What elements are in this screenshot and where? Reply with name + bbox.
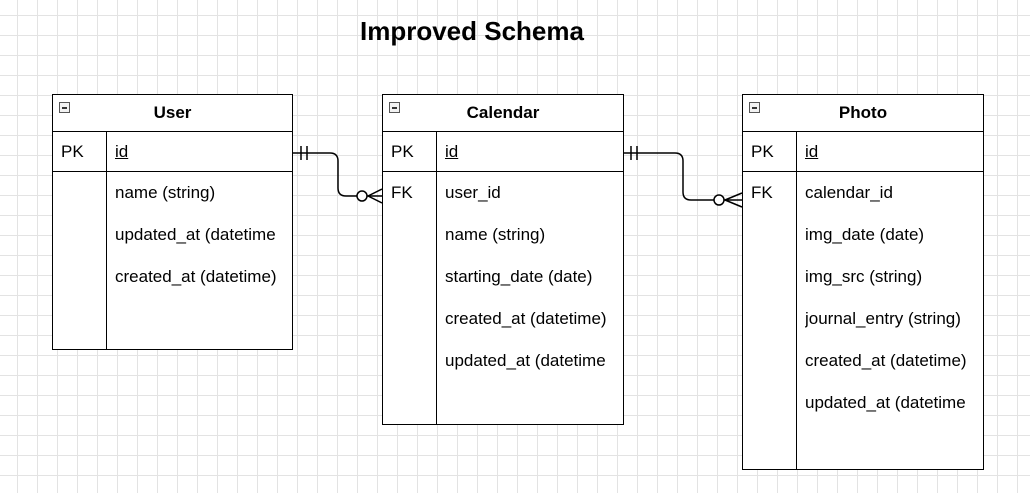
column-divider bbox=[796, 132, 797, 469]
attribute-field: name (string) bbox=[445, 225, 546, 244]
attribute-field: created_at (datetime) bbox=[805, 351, 967, 370]
attribute-field: updated_at (datetime bbox=[445, 351, 606, 370]
entity-photo[interactable]: Photo PK id FK calendar_id img_date (dat… bbox=[742, 94, 984, 470]
entity-calendar[interactable]: Calendar PK id FK user_id name (string) … bbox=[382, 94, 624, 425]
primary-key-row: PK id bbox=[53, 132, 292, 172]
attribute-field: journal_entry (string) bbox=[805, 309, 961, 328]
entity-header: Photo bbox=[743, 95, 983, 132]
column-divider bbox=[436, 132, 437, 424]
attribute-field: user_id bbox=[445, 183, 501, 202]
fk-label: FK bbox=[751, 183, 773, 202]
entity-name: Calendar bbox=[466, 103, 540, 122]
fk-label: FK bbox=[391, 183, 413, 202]
primary-key-row: PK id bbox=[743, 132, 983, 172]
crow-foot-marker bbox=[367, 188, 383, 197]
attribute-field: created_at (datetime) bbox=[115, 267, 277, 286]
pk-field: id bbox=[445, 141, 459, 161]
optional-zero-marker bbox=[356, 190, 368, 202]
attribute-field: starting_date (date) bbox=[445, 267, 593, 286]
entity-header: Calendar bbox=[383, 95, 623, 132]
pk-field: id bbox=[805, 141, 819, 161]
attribute-field: updated_at (datetime bbox=[805, 393, 966, 412]
entity-name: Photo bbox=[838, 103, 888, 122]
collapse-icon[interactable] bbox=[389, 102, 400, 113]
primary-key-row: PK id bbox=[383, 132, 623, 172]
entity-header: User bbox=[53, 95, 292, 132]
optional-zero-marker bbox=[713, 194, 725, 206]
collapse-icon[interactable] bbox=[59, 102, 70, 113]
attribute-field: created_at (datetime) bbox=[445, 309, 607, 328]
entity-name: User bbox=[153, 103, 192, 122]
pk-label: PK bbox=[751, 141, 774, 161]
attribute-field: img_src (string) bbox=[805, 267, 923, 286]
pk-label: PK bbox=[61, 141, 84, 161]
attribute-field: name (string) bbox=[115, 183, 216, 202]
attribute-field: updated_at (datetime bbox=[115, 225, 276, 244]
attribute-field: calendar_id bbox=[805, 183, 893, 202]
attribute-field: img_date (date) bbox=[805, 225, 925, 244]
relationship-user-calendar[interactable] bbox=[293, 146, 383, 204]
crow-foot-marker bbox=[367, 195, 383, 204]
relationship-calendar-photo[interactable] bbox=[624, 146, 743, 208]
crow-foot-marker bbox=[724, 192, 743, 201]
entity-user[interactable]: User PK id name (string) updated_at (dat… bbox=[52, 94, 293, 350]
pk-field: id bbox=[115, 141, 129, 161]
diagram-title: Improved Schema bbox=[360, 16, 584, 46]
crow-foot-marker bbox=[724, 199, 743, 208]
collapse-icon[interactable] bbox=[749, 102, 760, 113]
column-divider bbox=[106, 132, 107, 349]
pk-label: PK bbox=[391, 141, 414, 161]
